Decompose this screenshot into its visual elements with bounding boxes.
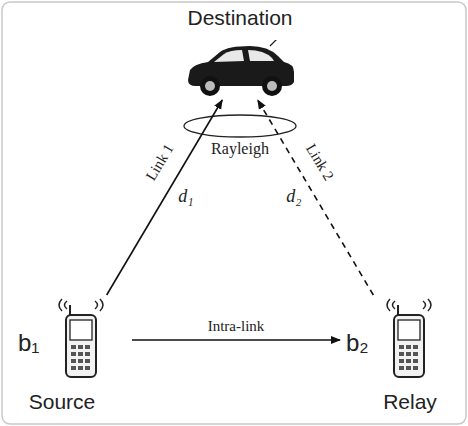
distance-label: d₂ bbox=[286, 186, 301, 207]
relay-node: b₂ Relay bbox=[340, 295, 460, 420]
destination-node: Destination bbox=[180, 6, 300, 100]
link-arrow bbox=[258, 100, 374, 295]
source-node: b₁ Source bbox=[12, 295, 132, 420]
node-title: Source bbox=[12, 390, 112, 414]
phone-icon bbox=[56, 297, 116, 381]
link-arrow bbox=[107, 100, 223, 295]
link-label: Link 2 bbox=[302, 139, 339, 185]
channel-label: Rayleigh bbox=[211, 140, 269, 158]
node-title: Destination bbox=[180, 6, 300, 30]
link-label: Link 1 bbox=[142, 139, 179, 185]
node-symbol: b₁ bbox=[18, 329, 39, 357]
link-arrow bbox=[132, 339, 340, 341]
node-title: Relay bbox=[360, 390, 460, 414]
node-symbol: b₂ bbox=[346, 329, 369, 357]
link-label: Intra-link bbox=[206, 318, 267, 335]
distance-label: d₁ bbox=[178, 186, 193, 207]
phone-icon bbox=[384, 297, 444, 381]
car-icon bbox=[180, 40, 300, 102]
